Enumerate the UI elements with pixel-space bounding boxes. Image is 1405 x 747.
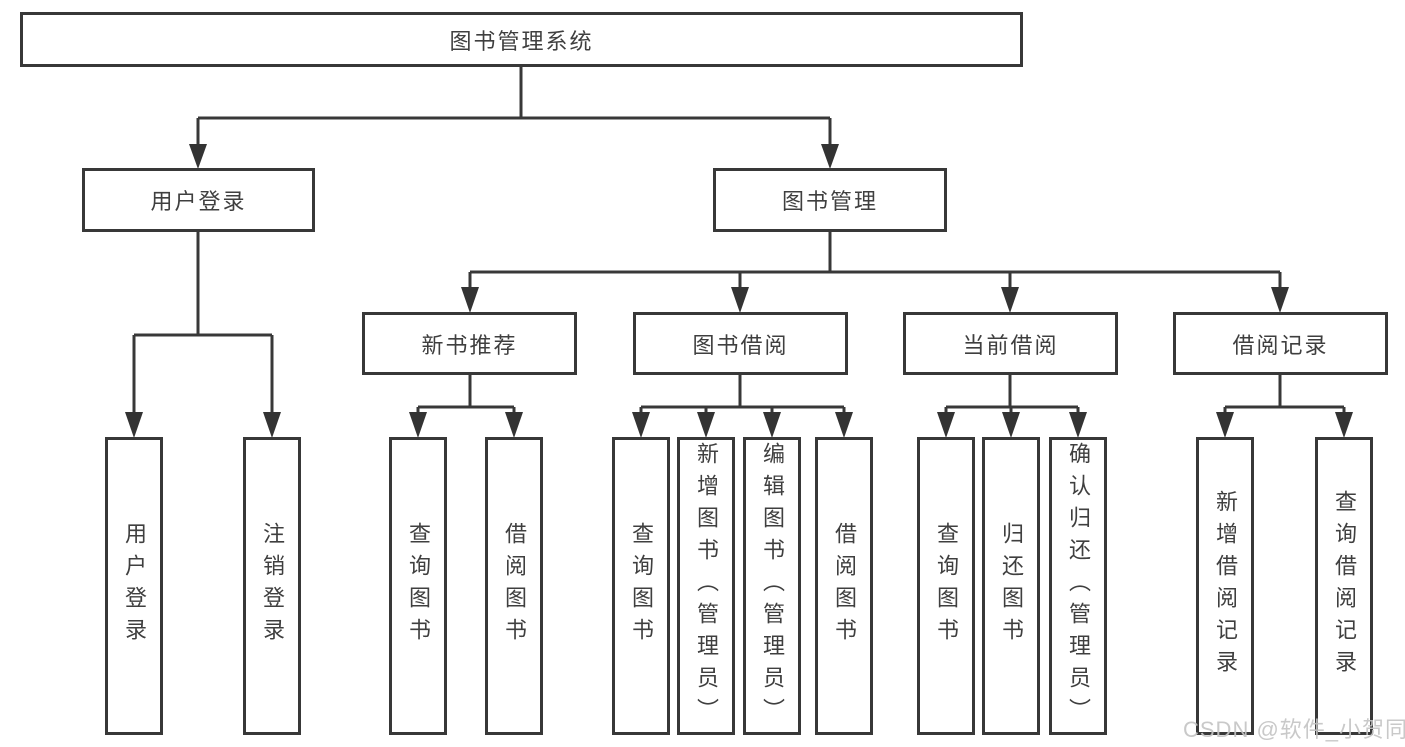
connector-borrow-to-leaves (632, 375, 853, 438)
connector-newbook-to-leaves (409, 375, 523, 438)
csdn-watermark: CSDN @软件_小贺同学 (1183, 717, 1405, 742)
connector-records-to-leaves (1216, 375, 1353, 438)
node-label: 图书借阅 (692, 332, 789, 358)
node-leaf-return-book: 归还图书 (982, 437, 1040, 735)
node-current-borrowing: 当前借阅 (903, 312, 1118, 375)
node-label: 新增图书（管理员） (694, 442, 719, 730)
connector-bookmgmt-to-level3 (461, 232, 1289, 313)
connector-current-to-leaves (937, 375, 1087, 438)
node-label: 借阅记录 (1232, 332, 1329, 358)
node-book-borrowing: 图书借阅 (633, 312, 848, 375)
node-label: 查询图书 (406, 522, 431, 650)
node-label: 注销登录 (260, 522, 285, 650)
node-user-login-branch: 用户登录 (82, 168, 315, 232)
node-label: 编辑图书（管理员） (760, 442, 785, 730)
node-label: 用户登录 (150, 189, 247, 214)
node-leaf-add-book-admin: 新增图书（管理员） (677, 437, 735, 735)
node-label: 归还图书 (999, 522, 1024, 650)
node-label: 确认归还（管理员） (1066, 442, 1091, 730)
node-label: 借阅图书 (502, 522, 527, 650)
node-leaf-borrow-books-2: 借阅图书 (815, 437, 873, 735)
node-leaf-borrow-books-1: 借阅图书 (485, 437, 543, 735)
node-root-system: 图书管理系统 (20, 12, 1023, 67)
node-label: 查询图书 (934, 522, 959, 650)
node-leaf-query-borrow-record: 查询借阅记录 (1315, 437, 1373, 735)
node-leaf-query-books-3: 查询图书 (917, 437, 975, 735)
node-label: 借阅图书 (832, 522, 857, 650)
node-label: 图书管理 (781, 189, 878, 214)
node-leaf-add-borrow-record: 新增借阅记录 (1196, 437, 1254, 735)
node-leaf-query-books-1: 查询图书 (389, 437, 447, 735)
node-root-label: 图书管理系统 (449, 28, 594, 54)
node-label: 当前借阅 (962, 332, 1059, 358)
node-label: 用户登录 (122, 522, 147, 650)
connector-root-to-level2 (189, 67, 839, 169)
node-leaf-user-login: 用户登录 (105, 437, 163, 735)
node-label: 查询借阅记录 (1332, 490, 1357, 682)
node-label: 查询图书 (629, 522, 654, 650)
node-new-book-recommend: 新书推荐 (362, 312, 577, 375)
node-label: 新书推荐 (421, 332, 518, 358)
node-label: 新增借阅记录 (1213, 490, 1238, 682)
connector-userlogin-to-leaves (125, 232, 281, 438)
node-leaf-query-books-2: 查询图书 (612, 437, 670, 735)
node-borrowing-records: 借阅记录 (1173, 312, 1388, 375)
node-leaf-edit-book-admin: 编辑图书（管理员） (743, 437, 801, 735)
node-book-management-branch: 图书管理 (713, 168, 947, 232)
node-leaf-confirm-return-admin: 确认归还（管理员） (1049, 437, 1107, 735)
node-leaf-logout: 注销登录 (243, 437, 301, 735)
